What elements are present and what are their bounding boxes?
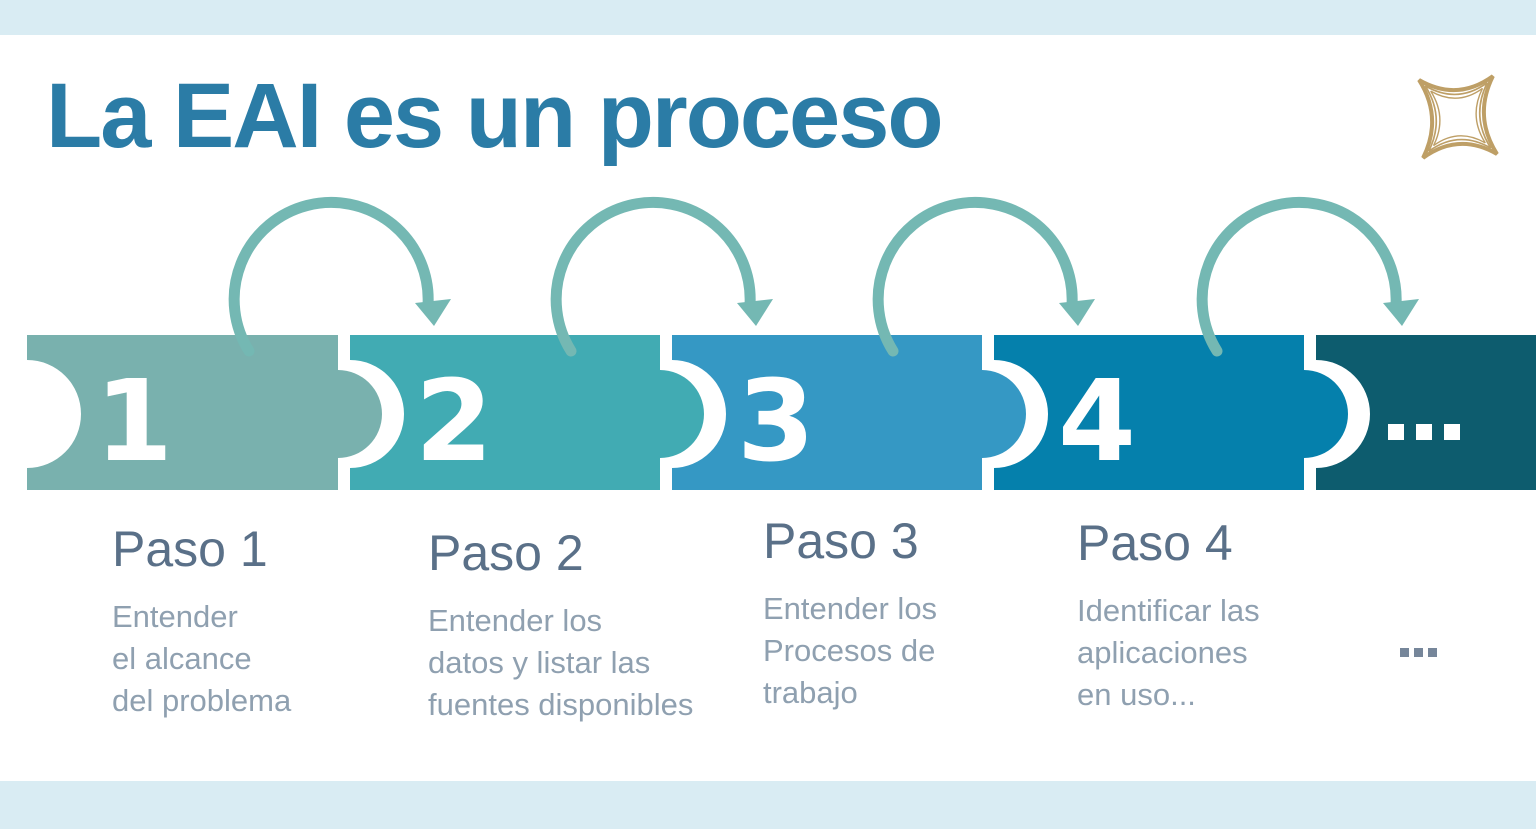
ellipsis-dot: [1428, 648, 1437, 657]
step-4-description: Identificar las aplicaciones en uso...: [1077, 593, 1260, 713]
step-3-heading: Paso 3: [763, 513, 919, 569]
step-1-number: 1: [95, 357, 173, 487]
ellipsis-dot: [1414, 648, 1423, 657]
arrow-4-head: [1383, 299, 1419, 326]
logo-outer-line: [1417, 74, 1499, 160]
arrow-1-icon: [228, 197, 451, 357]
step-2-number: 2: [415, 357, 493, 487]
arrow-2-head: [737, 299, 773, 326]
logo-mid-line: [1424, 81, 1492, 153]
more-steps-ellipsis-icon: [1400, 648, 1437, 657]
step-3-number: 3: [737, 357, 815, 487]
ellipsis-dot: [1388, 424, 1404, 440]
step-2-description: Entender los datos y listar las fuentes …: [428, 603, 694, 723]
step-5-ellipsis-icon: [1388, 424, 1460, 440]
arrow-1-head: [415, 299, 451, 326]
ellipsis-dot: [1400, 648, 1409, 657]
step-2-heading: Paso 2: [428, 525, 584, 581]
arrow-2-icon: [550, 197, 773, 357]
arrow-3-head: [1059, 299, 1095, 326]
logo-inner-line: [1430, 87, 1486, 147]
puzzle-piece-1: [27, 335, 382, 490]
star-logo-icon: [1417, 74, 1499, 160]
step-3-text: Paso 3 Entender los Procesos de trabajo: [763, 516, 1073, 714]
puzzle-piece-3: [672, 335, 1026, 490]
page-title: La EAI es un proceso: [46, 65, 944, 167]
step-1-text: Paso 1 Entender el alcance del problema: [112, 524, 422, 722]
arrow-3-icon: [872, 197, 1095, 357]
step-4-number: 4: [1058, 357, 1136, 487]
puzzle-piece-4: [994, 335, 1348, 490]
step-1-heading: Paso 1: [112, 521, 268, 577]
ellipsis-dot: [1444, 424, 1460, 440]
ellipsis-dot: [1416, 424, 1432, 440]
arrow-4-icon: [1196, 197, 1419, 357]
puzzle-piece-5: [1316, 335, 1536, 490]
puzzle-piece-2: [350, 335, 704, 490]
step-4-text: Paso 4 Identificar las aplicaciones en u…: [1077, 518, 1387, 716]
arrow-2-arc: [550, 197, 756, 357]
step-3-description: Entender los Procesos de trabajo: [763, 591, 938, 711]
arrow-4-arc: [1196, 197, 1402, 357]
arrow-1-arc: [228, 197, 434, 357]
step-2-text: Paso 2 Entender los datos y listar las f…: [428, 528, 738, 726]
step-1-description: Entender el alcance del problema: [112, 599, 292, 719]
step-4-heading: Paso 4: [1077, 515, 1233, 571]
arrow-3-arc: [872, 197, 1078, 357]
